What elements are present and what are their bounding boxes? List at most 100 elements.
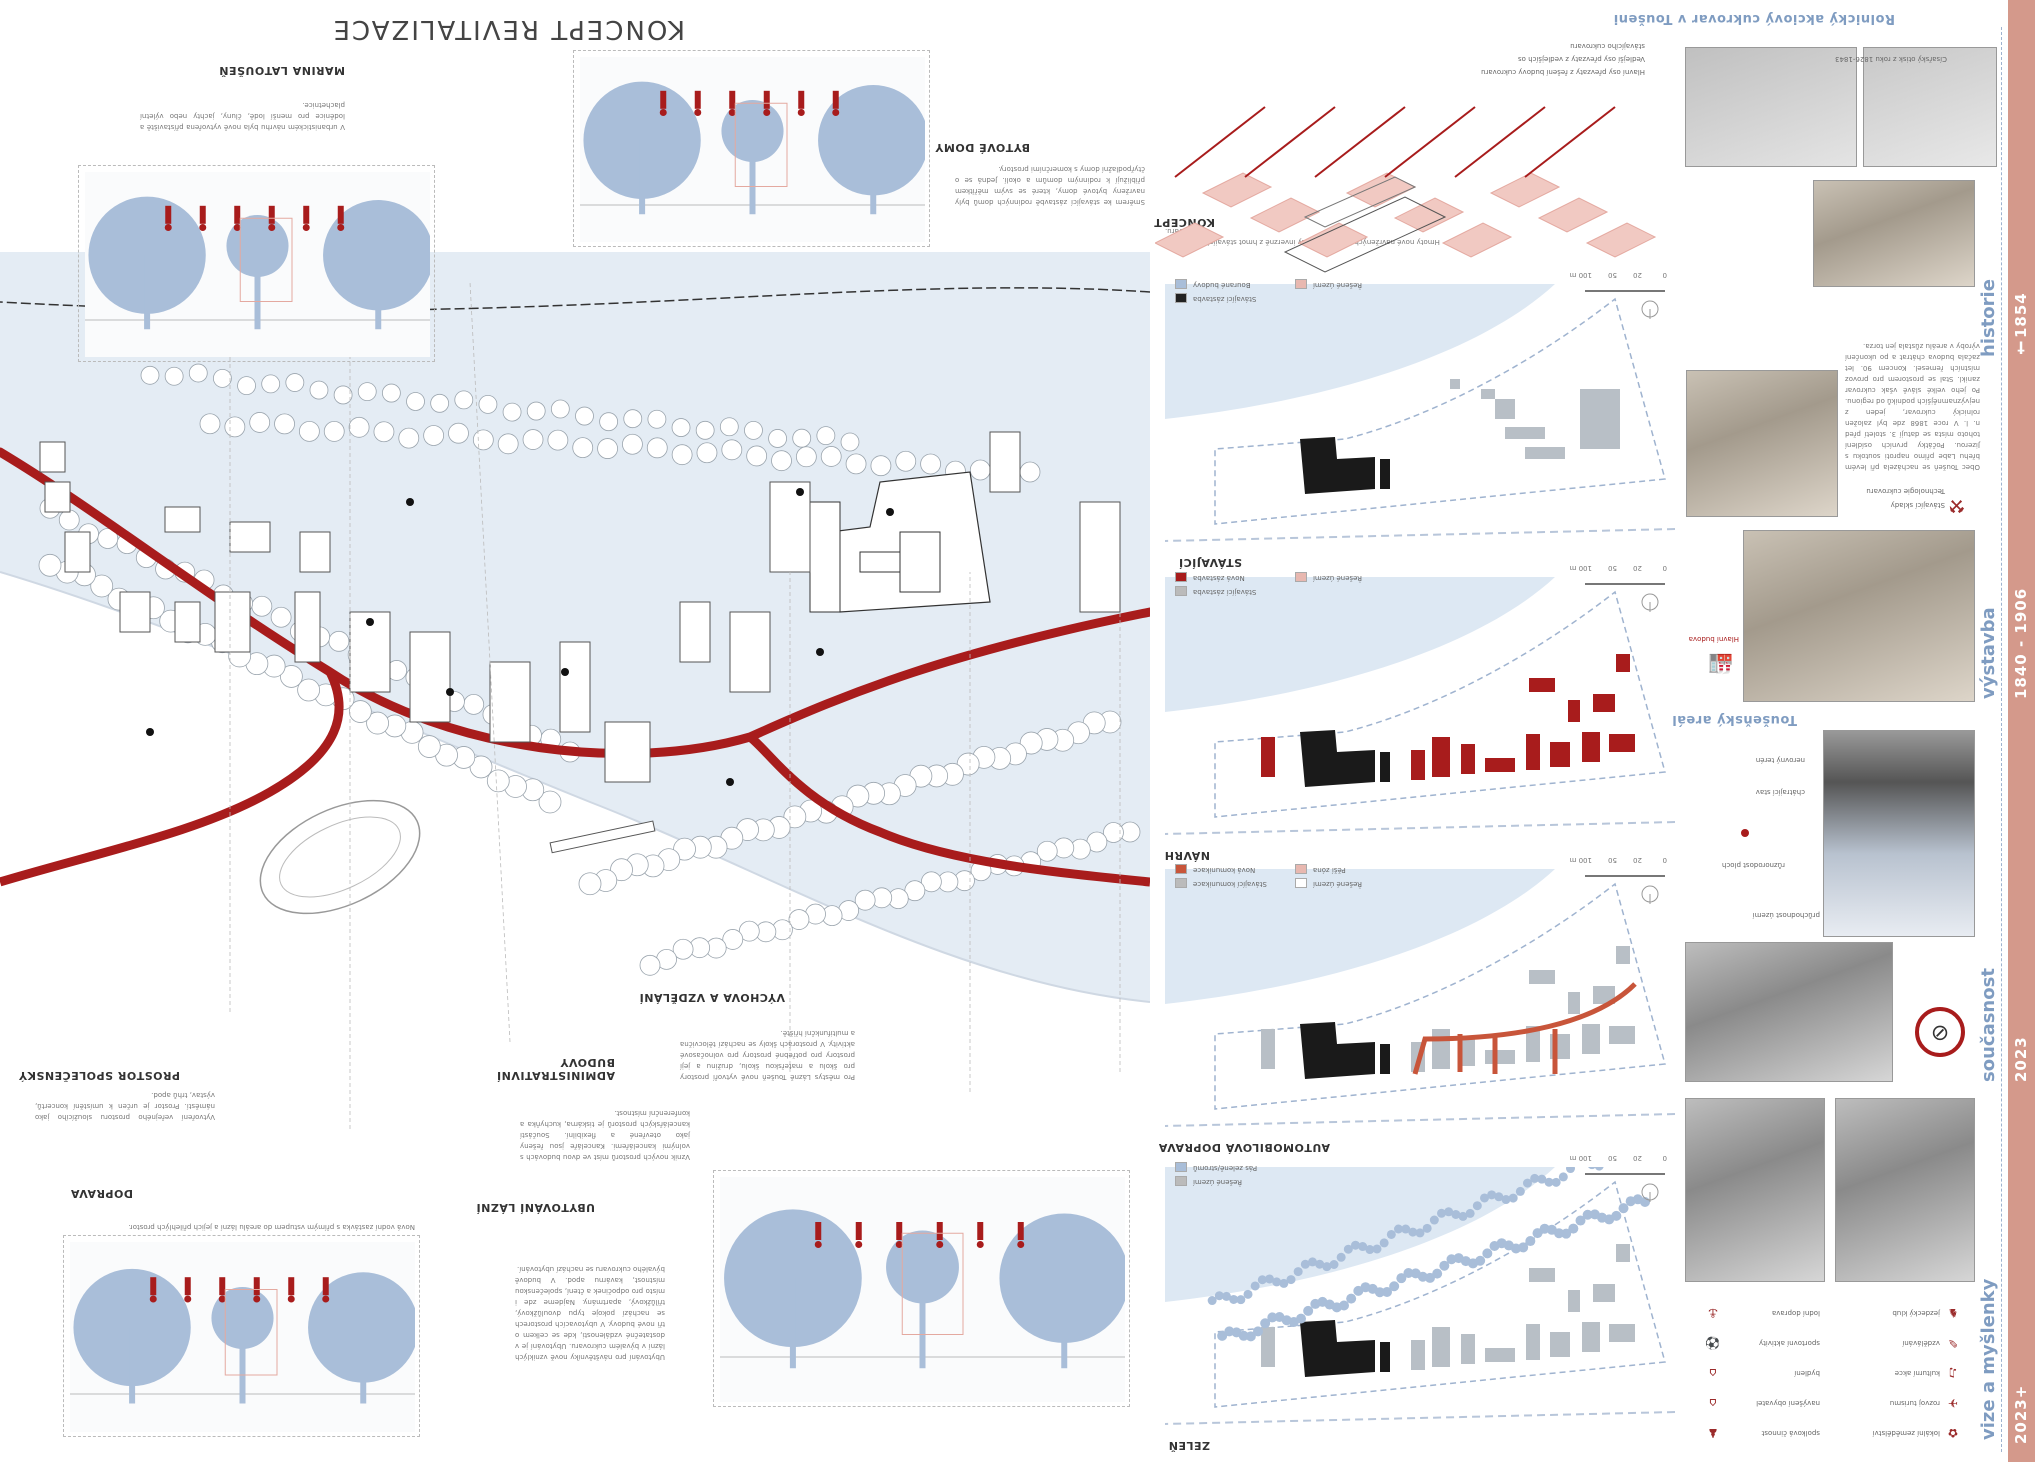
map-legend-doprava-3: Řešené území: [1313, 880, 1362, 888]
photo-historic-village: [1813, 180, 1975, 287]
map-title-navrh: NÁVRH: [1164, 849, 1210, 862]
map-title-doprava: AUTOMOBILOVÁ DOPRAVA: [1158, 1141, 1330, 1154]
factory-icon: 🏭: [1708, 653, 1733, 677]
map-legend-swatch-navrh-1: [1175, 586, 1187, 596]
era-1840-1906: 1840 - 1906: [2012, 587, 2030, 699]
current-label-1: různorodost ploch: [1721, 861, 1785, 869]
program-byty-title: BYTOVÉ DOMY: [934, 141, 1030, 154]
map-stavajici: [1165, 284, 1675, 542]
scale-tick-navrh-1: 20: [1633, 564, 1642, 572]
vision-label-5: bydlení: [1794, 1369, 1820, 1377]
build-label-0: Hlavní budova: [1688, 635, 1739, 643]
era-2023plus: 2023+: [2012, 1384, 2030, 1444]
koncept-legend-2: stávajícího cukrovaru: [1570, 42, 1645, 50]
vision-label-9: lodní doprava: [1771, 1309, 1820, 1317]
map-legend-swatch-zelen-1: [1175, 1176, 1187, 1186]
vision-icon-9: ⚓: [1707, 1306, 1719, 1320]
vision-label-4: kulturní akce: [1894, 1369, 1940, 1377]
vision-label-7: sportovní aktivity: [1758, 1339, 1820, 1347]
program-marina-title: MARINA LATOUŠEŇ: [218, 64, 345, 77]
scale-tick-doprava-3: 100 m: [1569, 856, 1592, 864]
program-ubytovani-text: Ubytování pro návštěvníky nově vzniklých…: [515, 1265, 665, 1361]
marker-dot: [1741, 829, 1749, 837]
tousensky-areal-label: Toušeňský areál: [1671, 712, 1797, 727]
map-zelen: [1165, 1167, 1675, 1425]
vision-icon-0: ✿: [1947, 1426, 1959, 1440]
vision-label-3: navýšení obyvatel: [1756, 1399, 1820, 1407]
program-administrativni-title: ADMINISTRATIVNÍ BUDOVY: [496, 1056, 615, 1082]
vision-icon-7: ⚽: [1705, 1336, 1720, 1350]
scale-tick-doprava-2: 50: [1608, 856, 1617, 864]
photo-aerial: [1823, 730, 1975, 937]
map-legend-doprava-0: Nová komunikace: [1193, 866, 1256, 874]
program-spolecensky-text: Vytvoření veřejného prostoru sloužícího …: [35, 1091, 215, 1121]
section-doprava: [70, 1242, 415, 1432]
map-legend-doprava-2: Pěší zóna: [1313, 866, 1346, 874]
vision-icon-5: ⌂: [1709, 1366, 1717, 1380]
vision-label-2: rozvoj turismu: [1889, 1399, 1940, 1407]
program-doprava-text: Nová vodní zastávka s přímým vstupem do …: [128, 1223, 415, 1231]
map-legend-swatch-doprava-1: [1175, 878, 1187, 888]
map-legend-swatch-doprava-2: [1295, 864, 1307, 874]
vision-icon-4: ♫: [1947, 1366, 1959, 1380]
map-legend-swatch-doprava-0: [1175, 864, 1187, 874]
map-legend-swatch-zelen-0: [1175, 1162, 1187, 1172]
program-administrativni-text: Vznik nových prostorů míst ve dvou budov…: [520, 1109, 690, 1161]
map-legend-swatch-navrh-2: [1295, 572, 1307, 582]
photo-historic-map-2: [1685, 47, 1857, 167]
map-legend-swatch-doprava-3: [1295, 878, 1307, 888]
map-legend-doprava-1: Stávající komunikace: [1193, 880, 1267, 888]
program-ubytovani-title: UBYTOVÁNÍ LÁZNÍ: [476, 1201, 595, 1214]
era-1854: †1854: [2012, 292, 2030, 357]
program-marina-text: V urbanistickém návrhu byla nově vytvoře…: [140, 101, 345, 131]
photo-construction: [1743, 530, 1975, 702]
photo-historic-map-1: [1863, 47, 1997, 167]
map-legend-zelen-0: Pás zeleně/stromů: [1193, 1164, 1258, 1172]
scale-tick-zelen-0: 0: [1662, 1154, 1667, 1162]
no-entry-icon: ⊘: [1915, 1007, 1965, 1057]
photo-interior-1: [1835, 1098, 1975, 1282]
map-legend-swatch-stavajici-2: [1295, 279, 1307, 289]
scale-tick-navrh-3: 100 m: [1569, 564, 1592, 572]
map-navrh: [1165, 577, 1675, 835]
scale-tick-zelen-3: 100 m: [1569, 1154, 1592, 1162]
koncept-axonometry: [1155, 106, 1657, 273]
vision-icon-3: ⌂: [1709, 1396, 1717, 1410]
map-legend-navrh-2: Řešené území: [1313, 574, 1362, 582]
scale-tick-doprava-1: 20: [1633, 856, 1642, 864]
vision-label-1: spolková činnost: [1761, 1429, 1820, 1437]
program-doprava-title: DOPRAVA: [70, 1187, 133, 1200]
history-caption: Císařský otisk z roku 1826-1843: [1835, 55, 1947, 63]
photo-current-hall: [1685, 942, 1893, 1082]
section-marina: [85, 172, 430, 357]
map-title-zelen: ZELEŇ: [1168, 1439, 1210, 1452]
vision-label-8: jezdecký klub: [1892, 1309, 1940, 1317]
scale-tick-navrh-2: 50: [1608, 564, 1617, 572]
section-ubytovani: [720, 1177, 1125, 1402]
crane-icon: ⚒: [1948, 495, 1965, 516]
vision-icon-6: ✎: [1947, 1336, 1959, 1350]
vision-icon-8: ♞: [1947, 1306, 1959, 1320]
map-title-stavajici: STÁVAJÍCÍ: [1178, 556, 1242, 569]
program-spolecensky-title: PROSTOR SPOLEČENSKÝ: [18, 1069, 180, 1082]
scale-tick-navrh-0: 0: [1662, 564, 1667, 572]
era-2023: 2023: [2012, 1036, 2030, 1082]
map-doprava: [1165, 869, 1675, 1127]
koncept-legend-1: Vedlejší osy převzaty z vedlejších os: [1517, 55, 1645, 63]
build-label-1: Stávající sklady: [1890, 501, 1945, 509]
photo-machinery: [1686, 370, 1838, 517]
scale-tick-zelen-1: 20: [1633, 1154, 1642, 1162]
koncept-legend-0: Hlavní osy převzaty z řešení budovy cukr…: [1481, 68, 1645, 76]
map-legend-stavajici-0: Bourané budovy: [1193, 281, 1251, 289]
map-legend-stavajici-2: Řešené území: [1313, 281, 1362, 289]
program-vychova-title: VÝCHOVA A VZDĚLÁNÍ: [639, 991, 785, 1004]
vision-icon-2: ✈: [1947, 1396, 1959, 1410]
masterplan: [0, 252, 1150, 1132]
scale-tick-zelen-2: 50: [1608, 1154, 1617, 1162]
current-label-2: chátrající stav: [1755, 788, 1805, 796]
vision-label-6: vzdělávání: [1902, 1339, 1940, 1347]
map-legend-zelen-1: Řešené území: [1193, 1178, 1242, 1186]
program-vychova-text: Pro městys Lázně Toušeň nově vytvoří pro…: [680, 1029, 855, 1081]
build-label-2: Technologie cukrovaru: [1866, 487, 1945, 495]
